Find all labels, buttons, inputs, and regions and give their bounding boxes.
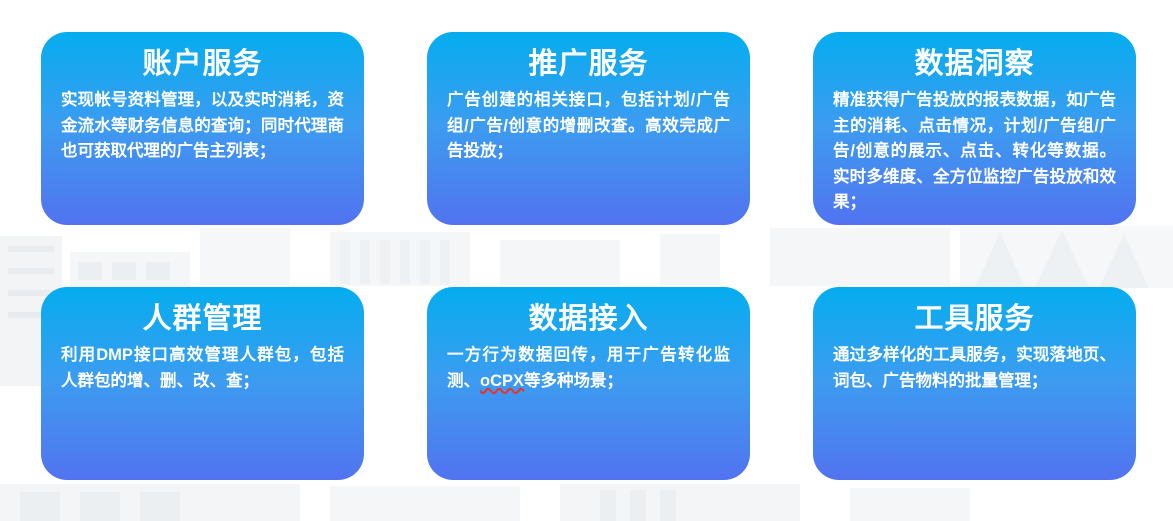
card-title: 账户服务 — [142, 48, 263, 80]
card-description-text: 精准获得广告投放的报表数据，如广告主的消耗、点击情况，计划/广告组/广告/创意的… — [833, 91, 1116, 211]
card-description-text: 利用DMP接口高效管理人群包，包括人群包的增、删、改、查； — [61, 346, 344, 390]
card-description: 一方行为数据回传，用于广告转化监测、oCPX等多种场景； — [447, 343, 730, 394]
card-title: 推广服务 — [528, 48, 649, 80]
card-description-text: 通过多样化的工具服务，实现落地页、词包、广告物料的批量管理； — [833, 346, 1116, 390]
card-description: 利用DMP接口高效管理人群包，包括人群包的增、删、改、查； — [61, 343, 344, 394]
feature-card-promotion-services[interactable]: 推广服务 广告创建的相关接口，包括计划/广告组/广告/创意的增删改查。高效完成广… — [427, 32, 750, 225]
card-description-text: 一方行为数据回传，用于广告转化监测、 — [447, 346, 730, 390]
feature-card-data-integration[interactable]: 数据接入 一方行为数据回传，用于广告转化监测、oCPX等多种场景； — [427, 287, 750, 480]
feature-card-data-insight[interactable]: 数据洞察 精准获得广告投放的报表数据，如广告主的消耗、点击情况，计划/广告组/广… — [813, 32, 1136, 225]
card-description-text: 实现帐号资料管理，以及实时消耗，资金流水等财务信息的查询；同时代理商也可获取代理… — [61, 91, 344, 160]
spellcheck-term: oCPX — [480, 371, 525, 390]
feature-card-tool-services[interactable]: 工具服务 通过多样化的工具服务，实现落地页、词包、广告物料的批量管理； — [813, 287, 1136, 480]
card-description: 实现帐号资料管理，以及实时消耗，资金流水等财务信息的查询；同时代理商也可获取代理… — [61, 88, 344, 165]
card-title: 工具服务 — [914, 303, 1035, 335]
card-title: 数据接入 — [528, 303, 649, 335]
card-title: 数据洞察 — [914, 48, 1035, 80]
card-description-text-tail: 等多种场景； — [524, 371, 624, 390]
feature-card-audience-management[interactable]: 人群管理 利用DMP接口高效管理人群包，包括人群包的增、删、改、查； — [41, 287, 364, 480]
feature-card-grid: 账户服务 实现帐号资料管理，以及实时消耗，资金流水等财务信息的查询；同时代理商也… — [41, 32, 1137, 480]
card-title: 人群管理 — [142, 303, 263, 335]
card-description: 广告创建的相关接口，包括计划/广告组/广告/创意的增删改查。高效完成广告投放； — [447, 88, 730, 165]
card-description: 精准获得广告投放的报表数据，如广告主的消耗、点击情况，计划/广告组/广告/创意的… — [833, 88, 1116, 216]
card-description-text: 广告创建的相关接口，包括计划/广告组/广告/创意的增删改查。高效完成广告投放； — [447, 91, 730, 160]
card-description: 通过多样化的工具服务，实现落地页、词包、广告物料的批量管理； — [833, 343, 1116, 394]
feature-card-account-services[interactable]: 账户服务 实现帐号资料管理，以及实时消耗，资金流水等财务信息的查询；同时代理商也… — [41, 32, 364, 225]
